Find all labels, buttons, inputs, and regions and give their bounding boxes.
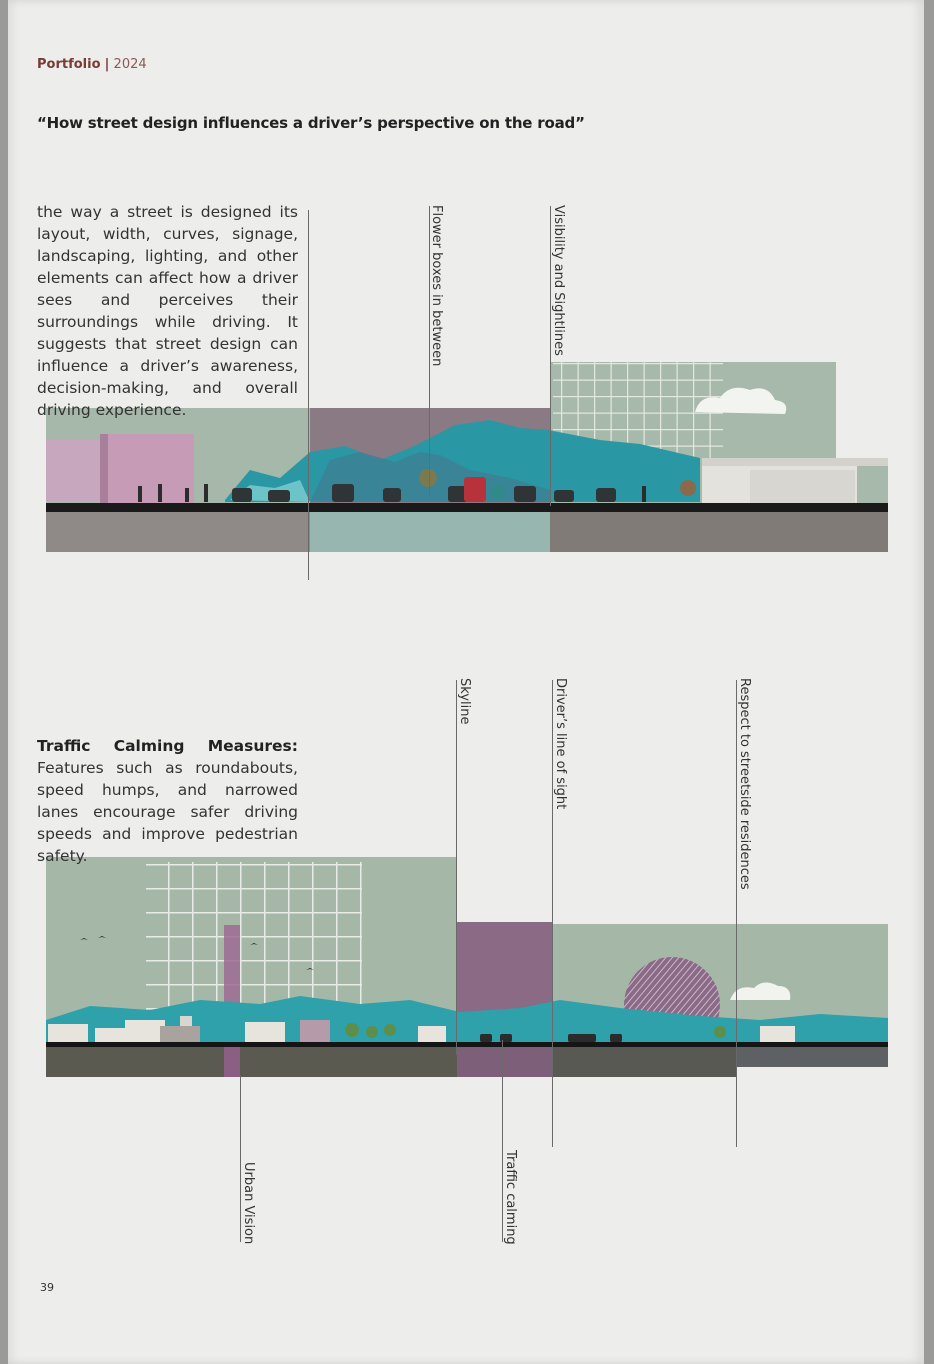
label-drivers-line-of-sight: Driver’s line of sight [553,678,568,810]
top-street-section [46,362,888,552]
label-flower-boxes: Flower boxes in between [429,205,444,367]
portfolio-year: 2024 [113,57,147,72]
portfolio-header: Portfolio | 2024 [37,57,147,72]
label-skyline: Skyline [457,678,472,725]
divider-line-intro [308,210,309,580]
portfolio-page [8,0,924,1364]
label-urban-vision: Urban Vision [241,1162,256,1245]
traffic-calming-heading: Traffic Calming Measures: [37,737,298,755]
intro-paragraph: the way a street is designed its layout,… [37,203,298,419]
page-title: “How street design influences a driver’s… [37,114,585,132]
portfolio-label: Portfolio [37,57,101,72]
label-visibility-sightlines: Visibility and Sightlines [551,205,566,356]
leader-line-traffic-calming [502,1040,503,1242]
traffic-calming-paragraph: Traffic Calming Measures: Features such … [37,735,298,867]
page-number: 39 [40,1281,54,1294]
leader-line-visibility [550,206,551,506]
leader-line-respect [736,680,737,1147]
traffic-calming-text: Features such as roundabouts, speed hump… [37,759,298,865]
leader-line-skyline [456,680,457,1055]
header-separator: | [104,57,110,72]
leader-line-urban-vision [240,1075,241,1242]
leader-line-flower-boxes [429,206,430,496]
label-respect-residences: Respect to streetside residences [737,678,752,890]
leader-line-drivers-sight [552,680,553,1147]
bottom-street-section [46,857,888,1077]
label-traffic-calming: Traffic calming [503,1150,518,1245]
